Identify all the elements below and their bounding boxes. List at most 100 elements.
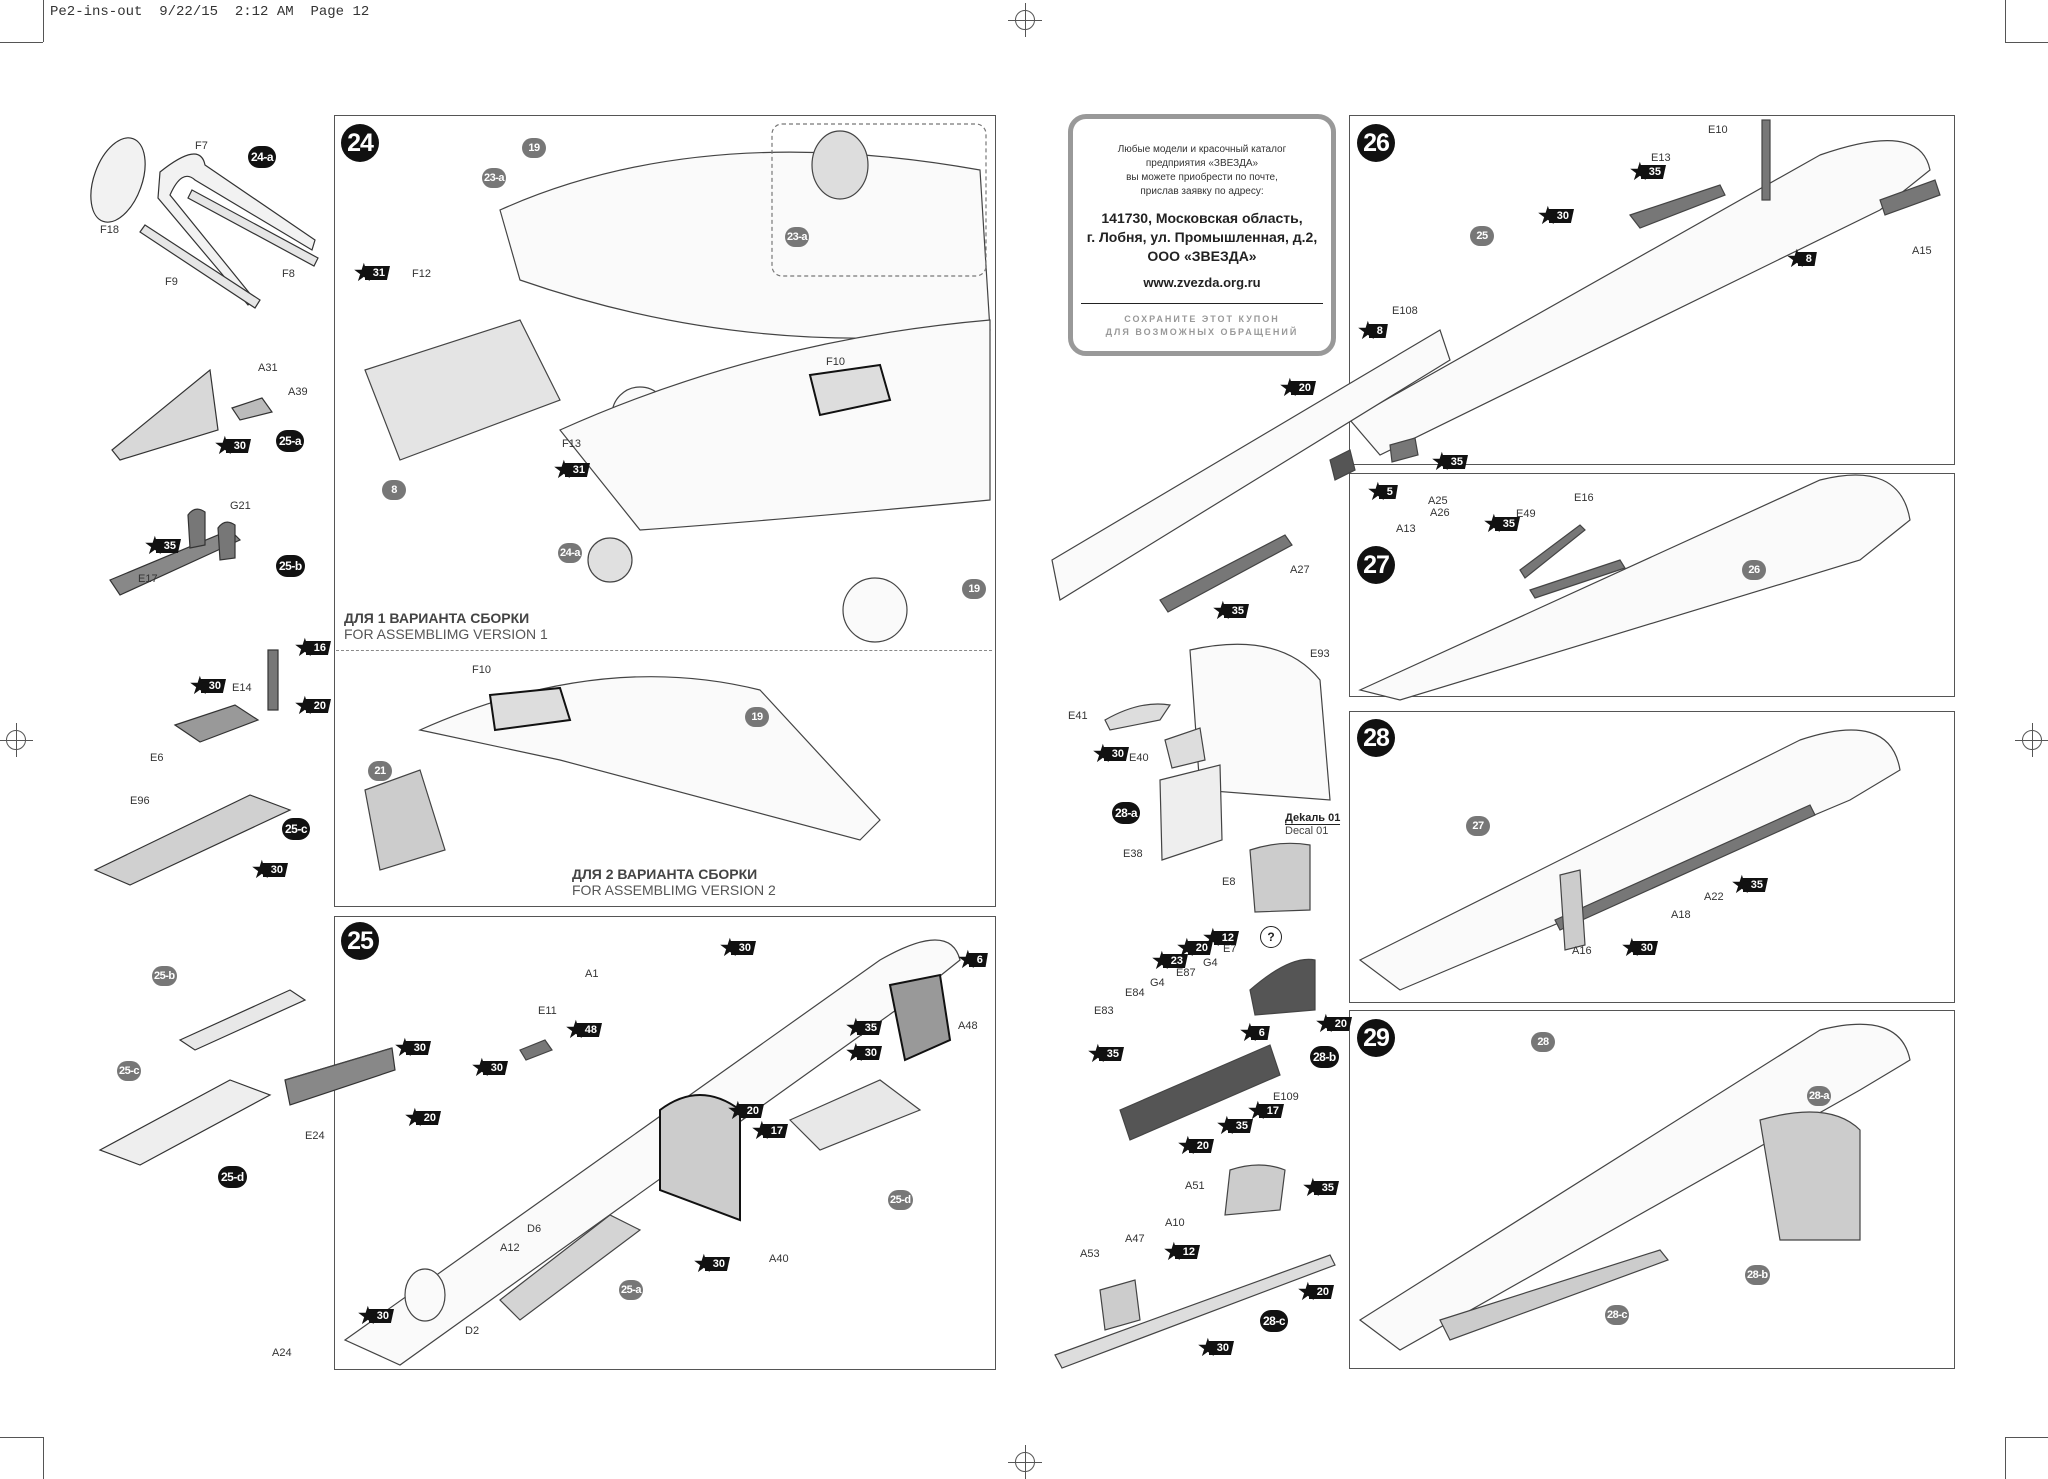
star-icon: ★ xyxy=(1213,598,1233,623)
decal-label-en: Decal 01 xyxy=(1285,825,1329,837)
step-number-24: 24 xyxy=(341,124,379,162)
address-line: ООО «ЗВЕЗДА» xyxy=(1147,248,1257,264)
star-icon: ★ xyxy=(720,935,740,960)
part-label: F7 xyxy=(195,140,208,152)
paint-callout: ★23 xyxy=(1152,948,1188,973)
registration-mark xyxy=(0,723,33,757)
subassembly-badge-28a: 28-a xyxy=(1112,802,1141,824)
part-label: E49 xyxy=(1516,508,1536,520)
variant-1-label: ДЛЯ 1 ВАРИАНТА СБОРКИ FOR ASSEMBLIMG VER… xyxy=(344,610,548,642)
star-icon: ★ xyxy=(1303,1175,1323,1200)
star-icon: ★ xyxy=(472,1055,492,1080)
part-label: A16 xyxy=(1572,945,1592,957)
star-icon: ★ xyxy=(1538,203,1558,228)
star-icon: ★ xyxy=(1217,1113,1237,1138)
print-slug-line: Pe2-ins-out 9/22/15 2:12 AM Page 12 xyxy=(50,4,370,20)
subassembly-badge-25c: 25-c xyxy=(282,818,311,840)
part-label: A15 xyxy=(1912,245,1932,257)
part-label: E8 xyxy=(1222,876,1236,888)
step-number-25: 25 xyxy=(341,922,379,960)
crop-mark xyxy=(2005,1437,2048,1438)
paint-callout: ★30 xyxy=(720,935,756,960)
crop-mark xyxy=(2005,0,2006,42)
part-label: A51 xyxy=(1185,1180,1205,1192)
star-icon: ★ xyxy=(145,533,165,558)
paint-callout: ★30 xyxy=(694,1253,730,1275)
part-e6-shape xyxy=(173,704,260,743)
reference-badge: 19 xyxy=(522,138,546,158)
coupon-divider xyxy=(1081,303,1323,304)
subassembly-badge-28b: 28-b xyxy=(1310,1046,1339,1068)
part-label: E109 xyxy=(1273,1091,1299,1103)
star-icon: ★ xyxy=(846,1040,866,1065)
part-label: E38 xyxy=(1123,848,1143,860)
paint-callout: ★17 xyxy=(1248,1098,1284,1123)
paint-callout: ★30 xyxy=(358,1305,394,1327)
star-icon: ★ xyxy=(1240,1020,1260,1045)
paint-callout: ★35 xyxy=(1217,1113,1253,1138)
paint-callout: ★20 xyxy=(1316,1011,1352,1036)
address-line: 141730, Московская область, xyxy=(1101,210,1303,226)
keep-note-line: СОХРАНИТЕ ЭТОТ КУПОН xyxy=(1124,314,1280,324)
star-icon: ★ xyxy=(1248,1098,1268,1123)
part-e41-shape xyxy=(1104,703,1172,731)
part-label: E14 xyxy=(232,682,252,694)
part-a51-shape xyxy=(1224,1164,1286,1216)
subassembly-badge-25d: 25-d xyxy=(218,1166,247,1188)
crop-mark xyxy=(2005,1437,2006,1479)
paint-callout: ★17 xyxy=(752,1120,788,1142)
paint-callout: ★30 xyxy=(252,859,288,881)
assy-25c-shape xyxy=(98,1079,272,1166)
part-e40-shape xyxy=(1164,727,1206,769)
part-f18-shape xyxy=(90,137,146,223)
star-icon: ★ xyxy=(405,1105,425,1130)
part-label: E41 xyxy=(1068,710,1088,722)
reference-badge: 19 xyxy=(745,707,769,727)
registration-mark xyxy=(1008,1445,1042,1479)
paint-callout: ★30 xyxy=(215,435,251,457)
part-label: A53 xyxy=(1080,1248,1100,1260)
part-label: F10 xyxy=(826,356,845,368)
paint-callout: ★12 xyxy=(1203,927,1239,949)
star-icon: ★ xyxy=(1298,1279,1318,1304)
star-icon: ★ xyxy=(1198,1335,1218,1360)
part-label: A40 xyxy=(769,1253,789,1265)
star-icon: ★ xyxy=(1358,318,1378,343)
step-28-panel xyxy=(1349,711,1955,1003)
step-29-panel xyxy=(1349,1010,1955,1369)
reference-badge: 25-b xyxy=(152,966,177,986)
paint-callout: ★35 xyxy=(1088,1043,1124,1065)
paint-callout: ★30 xyxy=(1538,203,1574,228)
star-icon: ★ xyxy=(1732,872,1752,897)
variant-2-label: ДЛЯ 2 ВАРИАНТА СБОРКИ FOR ASSEMBLIMG VER… xyxy=(572,866,776,898)
decal-callout: Деkаль 01 Decal 01 xyxy=(1285,812,1341,837)
part-label: E13 xyxy=(1651,152,1671,164)
part-f9-shape xyxy=(139,224,261,309)
reference-badge: 25-d xyxy=(888,1190,913,1210)
part-label: A18 xyxy=(1671,909,1691,921)
paint-callout: ★35 xyxy=(1484,513,1520,535)
star-icon: ★ xyxy=(1316,1011,1336,1036)
registration-mark xyxy=(2015,723,2048,757)
crop-mark xyxy=(0,1437,43,1438)
coupon-address: 141730, Московская область, г. Лобня, ул… xyxy=(1073,209,1331,266)
paint-callout: ★16 xyxy=(295,637,331,659)
paint-callout: ★30 xyxy=(1198,1335,1234,1360)
reference-badge: 28 xyxy=(1531,1032,1555,1052)
mail-order-coupon: Любые модели и красочный каталог предпри… xyxy=(1068,114,1336,356)
star-icon: ★ xyxy=(1152,948,1172,973)
part-e8-shape xyxy=(1249,842,1311,913)
part-label: E40 xyxy=(1129,752,1149,764)
coupon-website: www.zvezda.org.ru xyxy=(1143,275,1261,290)
subassembly-badge-25b: 25-b xyxy=(276,555,305,577)
star-icon: ★ xyxy=(958,947,978,972)
reference-badge: 25-a xyxy=(619,1280,644,1300)
paint-callout: ★8 xyxy=(1358,318,1388,343)
star-icon: ★ xyxy=(566,1017,586,1042)
assy-25b-shape xyxy=(178,989,307,1051)
subassembly-badge-28c: 28-c xyxy=(1260,1310,1289,1332)
star-icon: ★ xyxy=(728,1098,748,1123)
crop-mark xyxy=(43,1437,44,1479)
part-label: E11 xyxy=(538,1005,557,1017)
part-label: D6 xyxy=(527,1223,542,1235)
